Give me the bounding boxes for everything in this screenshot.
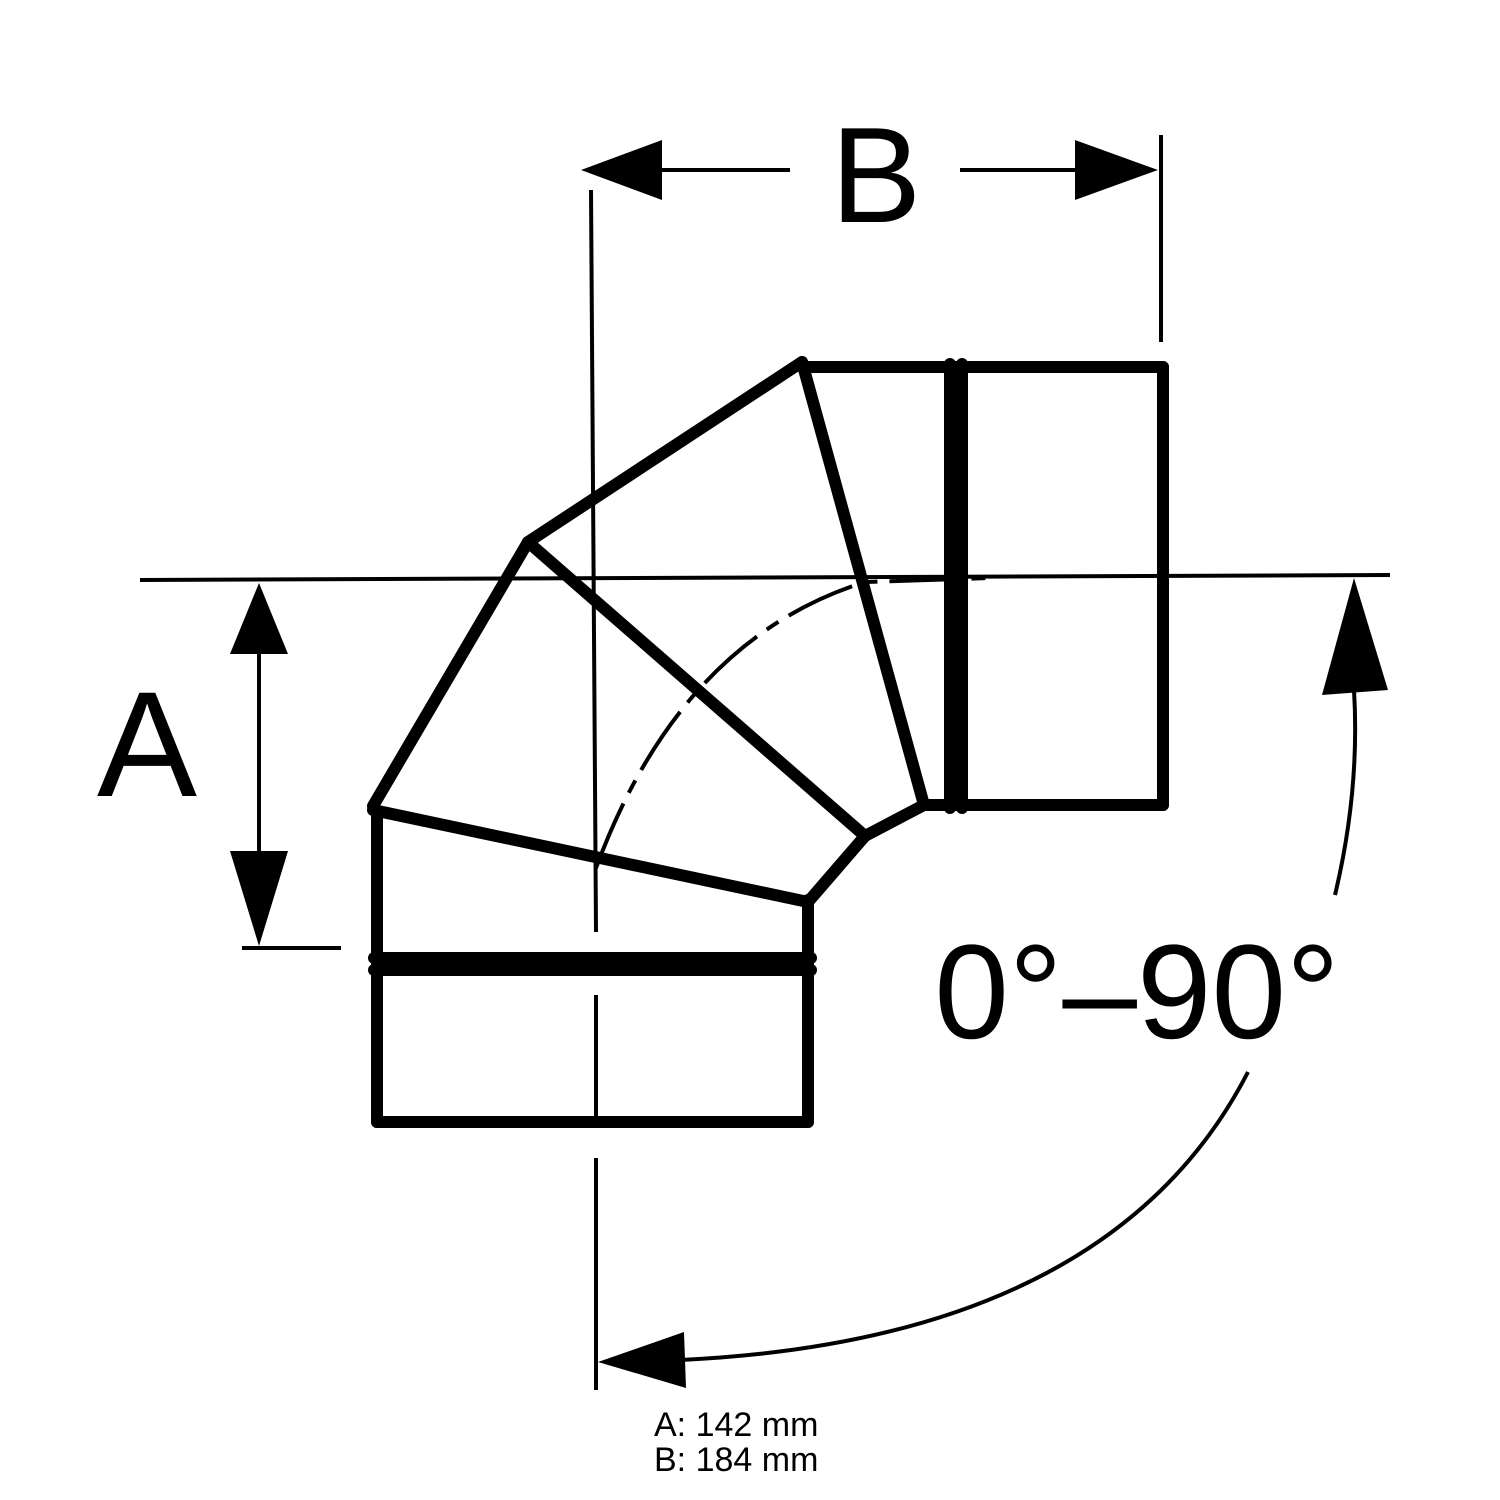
arrow-down-icon xyxy=(230,851,288,946)
reference-lines xyxy=(139,135,1391,1390)
dimension-b: B xyxy=(581,99,1158,251)
angle-arc-lower xyxy=(679,1071,1250,1362)
angle-indicator xyxy=(679,689,1358,1362)
arrow-up-icon xyxy=(230,583,288,654)
angle-range-label: 0°–90° xyxy=(934,918,1339,1067)
horizontal-reference-line xyxy=(139,573,1391,582)
dimension-a-value: A: 142 mm xyxy=(654,1406,819,1444)
dimension-b-value: B: 184 mm xyxy=(654,1441,819,1479)
dimension-a: A xyxy=(97,583,288,946)
vertical-center-line-upper xyxy=(589,189,598,933)
arrow-right-icon xyxy=(1075,140,1158,200)
dimension-b-label: B xyxy=(831,99,922,251)
elbow-pipe xyxy=(367,356,1169,1128)
dimension-values: A: 142 mm B: 184 mm xyxy=(654,1408,914,1478)
angle-arc-upper xyxy=(1333,689,1358,896)
dimension-a-label: A xyxy=(97,660,197,828)
bend-centerline xyxy=(594,576,991,869)
arrow-left-angle-icon xyxy=(598,1332,686,1388)
arrow-left-icon xyxy=(581,140,662,200)
arrow-up-angle-icon xyxy=(1322,578,1388,695)
